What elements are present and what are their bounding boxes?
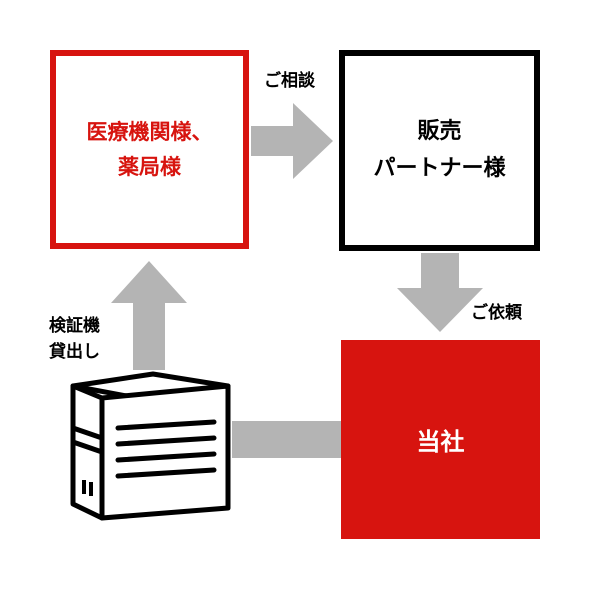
medical-institution-box: 医療機関様、 薬局様 bbox=[50, 50, 249, 249]
request-label: ご依頼 bbox=[471, 303, 522, 323]
arrow-down-request bbox=[397, 253, 483, 332]
connector-device-company bbox=[232, 421, 341, 458]
arrow-up-lend bbox=[111, 261, 187, 370]
medical-line2: 薬局様 bbox=[118, 154, 181, 179]
sales-partner-box: 販売 パートナー様 bbox=[339, 50, 540, 251]
lend-label-line1: 検証機 bbox=[49, 316, 100, 336]
lend-label-line2: 貸出し bbox=[49, 342, 100, 363]
partner-line1: 販売 bbox=[417, 119, 462, 145]
partner-line2: パートナー様 bbox=[373, 155, 506, 181]
company-box: 当社 bbox=[341, 340, 540, 539]
company-label: 当社 bbox=[416, 428, 465, 456]
server-device-icon bbox=[70, 371, 231, 521]
consult-label: ご相談 bbox=[264, 71, 315, 91]
arrow-right-consult bbox=[251, 103, 333, 179]
medical-line1: 医療機関様、 bbox=[86, 119, 213, 144]
lend-label: 検証機 貸出し bbox=[49, 313, 100, 366]
